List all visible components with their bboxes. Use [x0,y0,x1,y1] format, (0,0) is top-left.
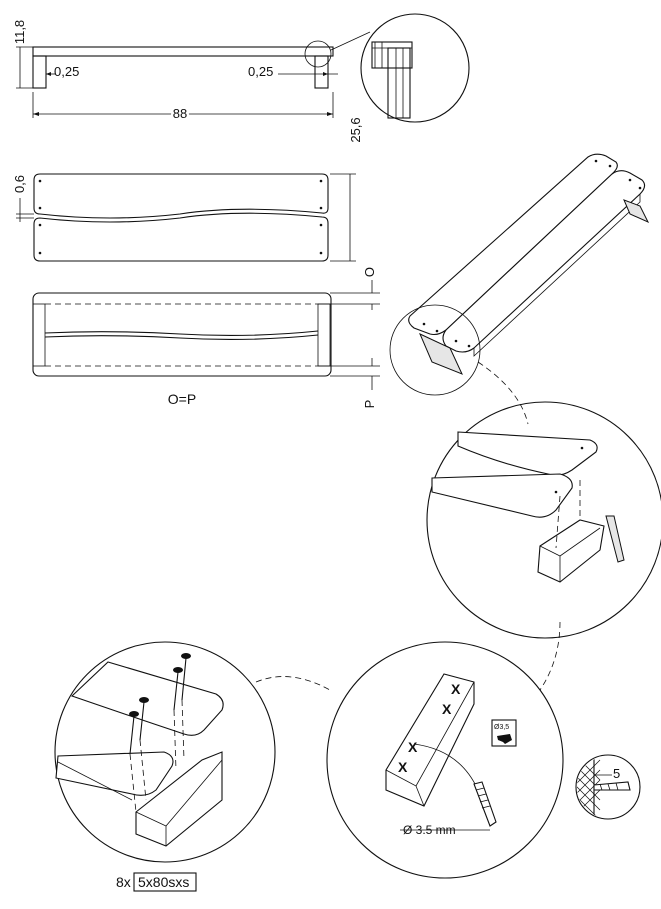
top-board-upper [33,173,329,219]
bottom-view: O P O=P [32,267,380,409]
overhang-right-label: 0,25 [248,64,273,79]
bench-detail-circle [389,304,481,396]
leg-detail [360,13,470,123]
cross-mark-1: X [451,681,461,697]
equality-label: O=P [168,391,196,407]
gap-label: 0,6 [12,175,27,193]
drill-depth-label: 5 [613,766,620,781]
detail-circle-boards [426,401,661,639]
drill-diameter-label: Ø 3.5 mm [403,823,456,837]
drill-tool-icon: Ø3,5 [491,719,517,747]
height-label: 11,8 [12,20,27,44]
drill-icon-label: Ø3,5 [494,724,509,731]
connector-3 [255,676,331,691]
top-board-lower [33,212,329,262]
detail-circle-screwing [54,641,276,863]
screw-icon-2 [173,667,183,711]
detail-circle-drilling [326,641,564,879]
hardware-callout: 8x 5x80sxs [116,872,197,892]
connector-1 [477,361,529,425]
hardware-screw-box [133,872,197,892]
detail-drilling: X X X X Ø 3.5 mm Ø3,5 [326,641,564,879]
drill-depth-circle [575,754,641,820]
side-view-left-leg [32,55,47,89]
screw-icon-4 [129,711,139,755]
screw-icon-3 [139,697,149,741]
top-view: 0,6 25,6 [12,117,363,262]
detail-screwing [54,641,276,863]
side-view-top-board [32,46,334,57]
detail-marker-circle [304,40,332,68]
dimension-p-label: P [362,400,377,409]
cross-mark-3: X [408,739,418,755]
overhang-left-label: 0,25 [54,64,79,79]
dimension-o-label: O [362,267,377,277]
bench-isometric [389,153,650,396]
drill-bit-icon [473,781,497,827]
cross-mark-4: X [398,759,408,775]
leg-detail-circle [360,13,470,123]
side-view-right-leg [314,55,329,89]
side-view: 11,8 0,25 0,25 88 [12,20,371,124]
detail-boards-on-leg [426,401,661,639]
connector-2 [539,621,561,691]
drill-path [413,743,479,791]
screw-icon-1 [181,653,191,701]
length-label: 88 [173,106,187,121]
hardware-quantity: 8x [116,874,131,890]
hardware-screw-label: 5x80sxs [138,874,189,890]
cross-mark-2: X [442,701,452,717]
drill-depth-detail: 5 [575,754,641,820]
depth-label: 25,6 [348,117,363,142]
